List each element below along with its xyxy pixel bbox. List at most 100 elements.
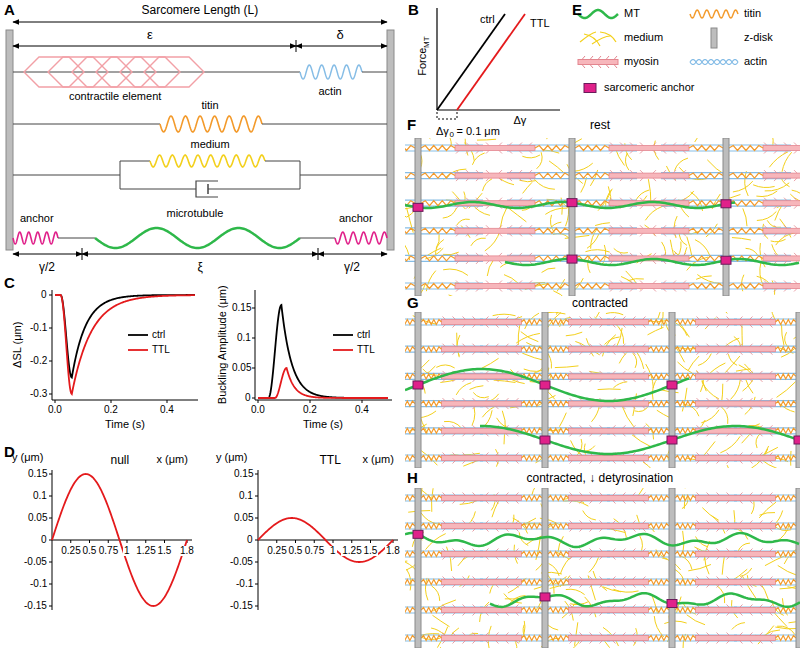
myosin-head	[570, 379, 573, 382]
myosin-head	[443, 633, 446, 636]
myosin-head	[486, 371, 489, 374]
myosin-head	[640, 289, 643, 292]
myosin-head	[740, 549, 743, 552]
myosin-head	[740, 585, 743, 588]
myosin-head	[519, 225, 522, 228]
myosin-head	[620, 143, 623, 146]
myosin-head	[640, 198, 643, 201]
myosin-head	[643, 398, 646, 401]
myosin-head	[486, 406, 489, 409]
myosin-filament	[696, 320, 776, 325]
myosin-head	[463, 493, 466, 496]
sarcomeric-anchor	[413, 530, 423, 538]
myosin-head	[707, 398, 710, 401]
myosin-head	[633, 549, 636, 552]
legend-mt-sample	[578, 10, 618, 18]
myosin-head	[717, 641, 720, 644]
medium-fiber	[702, 508, 718, 521]
myosin-head	[717, 379, 720, 382]
medium-fiber	[523, 182, 532, 193]
myosin-head	[473, 633, 476, 636]
myosin-head	[570, 352, 573, 355]
myosin-head	[476, 225, 479, 228]
medium-fiber	[482, 358, 499, 368]
myosin-head	[784, 170, 787, 173]
myosin-head	[697, 501, 700, 504]
myosin-filament	[763, 228, 800, 233]
sarcomere-scene	[405, 138, 800, 296]
titin-filament	[689, 284, 723, 289]
myosin-head	[717, 398, 720, 401]
myosin-head	[529, 233, 532, 236]
myosin-head	[570, 344, 573, 347]
myosin-head	[653, 143, 656, 146]
myosin-head	[600, 493, 603, 496]
medium-fiber	[500, 207, 507, 228]
myosin-head	[697, 529, 700, 532]
tick-label: 0.5	[288, 546, 304, 557]
panel-letter: F	[407, 117, 416, 133]
medium-fiber	[566, 332, 582, 336]
myosin-head	[673, 178, 676, 181]
myosin-head	[760, 317, 763, 320]
medium-fiber	[740, 568, 752, 576]
axis-line	[436, 8, 437, 110]
myosin-head	[774, 143, 777, 146]
myosin-head	[707, 633, 710, 636]
myosin-head	[476, 253, 479, 256]
axis-tick	[55, 400, 56, 403]
axis-tick	[49, 496, 52, 497]
myosin-filament	[455, 228, 535, 233]
myosin-head	[600, 344, 603, 347]
myosin-head	[620, 233, 623, 236]
myosin-head	[784, 143, 787, 146]
myosin-head	[506, 557, 509, 560]
myosin-filament	[763, 201, 800, 206]
myosin-head	[764, 233, 767, 236]
sarcomeric-anchor	[540, 436, 550, 444]
myosin-head	[683, 281, 686, 284]
titin-filament	[689, 256, 723, 261]
myosin-head	[770, 633, 773, 636]
myosin-head	[770, 613, 773, 616]
myosin-head	[453, 521, 456, 524]
contractile-element	[144, 57, 204, 87]
myosin-head	[453, 433, 456, 436]
myosin-head	[610, 253, 613, 256]
contractile-element	[72, 57, 132, 87]
myosin-head	[633, 585, 636, 588]
titin-filament	[421, 401, 442, 406]
tick-label: 1.5	[157, 546, 173, 557]
myosin-head	[717, 433, 720, 436]
myosin-head	[476, 261, 479, 264]
myosin-head	[453, 453, 456, 456]
medium-fiber	[622, 407, 633, 427]
axis-title: y (μm)	[12, 452, 43, 464]
myosin-head	[740, 521, 743, 524]
titin-filament	[421, 320, 442, 325]
myosin-head	[770, 398, 773, 401]
myosin-head	[717, 577, 720, 580]
medium-fiber	[777, 382, 796, 398]
myosin-head	[784, 281, 787, 284]
myosin-head	[620, 289, 623, 292]
dimension-label: Sarcomere Length (L)	[142, 4, 259, 17]
myosin-head	[582, 56, 585, 60]
sarcomeric-anchor	[721, 200, 731, 208]
myosin-filament	[569, 524, 649, 529]
myosin-head	[707, 352, 710, 355]
myosin-head	[623, 585, 626, 588]
medium-fiber	[746, 248, 758, 256]
myosin-head	[499, 225, 502, 228]
myosin-head	[620, 198, 623, 201]
myosin-head	[506, 379, 509, 382]
myosin-head	[640, 225, 643, 228]
myosin-head	[466, 178, 469, 181]
titin-filament	[522, 580, 543, 585]
medium-fiber	[675, 158, 688, 171]
tick-label: -0.15	[24, 601, 47, 612]
myosin-head	[466, 281, 469, 284]
myosin-head	[633, 461, 636, 464]
actin-filament	[405, 606, 415, 607]
dimension-label: γ/2	[39, 261, 55, 274]
